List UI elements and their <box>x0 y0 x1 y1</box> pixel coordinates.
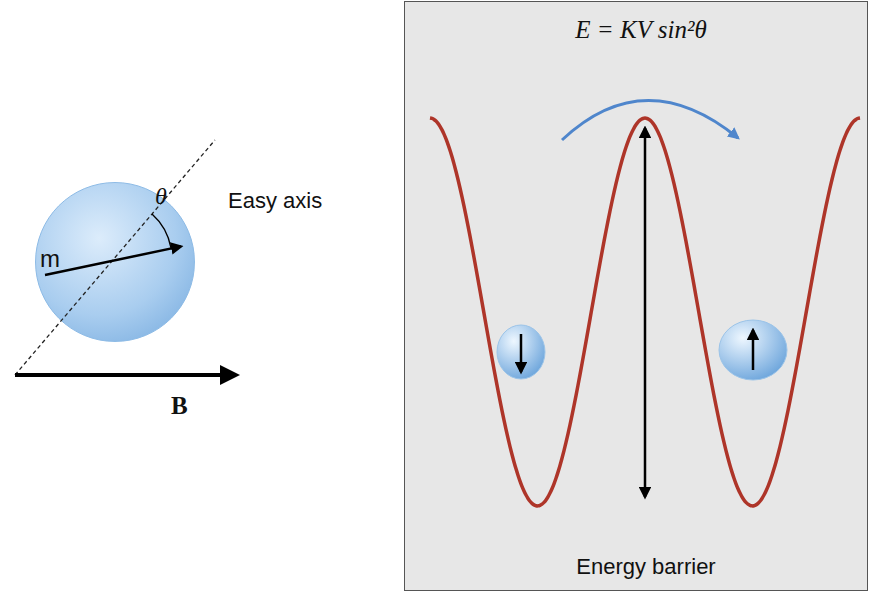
spin-down-arrow <box>520 334 523 372</box>
energy-panel: E = KV sin²θEnergy barrier <box>404 1 868 591</box>
field-label: B <box>171 392 188 421</box>
switching-arrow <box>562 100 738 140</box>
spin-up-arrow <box>752 330 755 370</box>
spin-up-particle <box>719 320 787 380</box>
barrier-arrow <box>644 128 647 497</box>
angle-label: θ <box>155 183 167 211</box>
particle-circle: mθ <box>35 182 195 342</box>
axis-label: Easy axis <box>228 188 322 213</box>
moment-label: m <box>40 245 60 273</box>
energy-formula: E = KV sin²θ <box>575 16 706 45</box>
moment-arrow <box>45 246 181 275</box>
field-arrow <box>15 373 236 377</box>
barrier-label: Energy barrier <box>576 554 715 579</box>
double-well-curve <box>430 118 860 506</box>
easy-axis-line <box>15 140 215 375</box>
angle-arc <box>152 214 171 248</box>
spin-down-particle <box>497 325 545 379</box>
